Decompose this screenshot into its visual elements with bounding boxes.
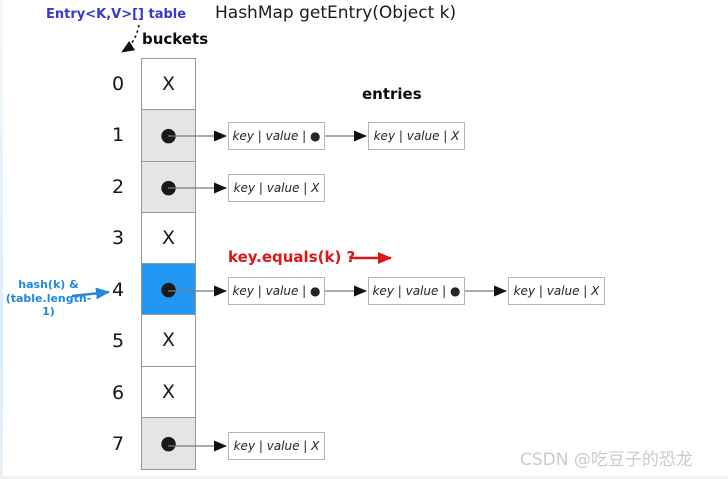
bucket-indices: 0 1 2 3 4 5 6 7	[102, 58, 134, 470]
bucket-index-3: 3	[111, 227, 125, 250]
entry-node: key | value | ●	[368, 277, 465, 305]
dashed-table-pointer-arrow	[121, 24, 140, 53]
entry-node: key | value | ●	[228, 277, 325, 305]
pointer-dot: ●	[160, 124, 177, 147]
entry-node-terminal: key | value | X	[368, 122, 465, 150]
pointer-dot: ●	[160, 432, 177, 455]
null-marker: X	[161, 73, 176, 96]
bottom-edge-tint	[0, 476, 728, 479]
entry-node: key | value | ●	[228, 122, 325, 150]
bucket-index-2: 2	[111, 175, 125, 198]
bucket-index-4: 4	[111, 278, 125, 301]
bucket-cell-5: X	[142, 315, 195, 367]
entries-label: entries	[362, 85, 422, 103]
table-type-label: Entry<K,V>[] table	[46, 7, 187, 22]
bucket-index-7: 7	[111, 433, 125, 456]
bucket-index-5: 5	[111, 330, 125, 353]
pointer-dot: ●	[160, 175, 177, 198]
bucket-cell-2: ●	[142, 161, 195, 213]
bucket-index-0: 0	[111, 72, 125, 95]
entry-node-terminal: key | value | X	[228, 174, 325, 202]
bucket-cell-6: X	[142, 366, 195, 418]
left-edge-tint	[0, 0, 3, 479]
entry-node-terminal: key | value | X	[228, 432, 325, 460]
null-marker: X	[161, 380, 176, 403]
buckets-array: X ● ● X ● X X ●	[141, 58, 196, 470]
buckets-label: buckets	[142, 30, 209, 48]
bucket-index-1: 1	[111, 124, 125, 147]
bucket-cell-0: X	[142, 59, 195, 111]
bucket-cell-3: X	[142, 212, 195, 264]
bucket-cell-7: ●	[142, 417, 195, 469]
bucket-cell-1: ●	[142, 110, 195, 162]
bucket-index-6: 6	[111, 381, 125, 404]
null-marker: X	[161, 226, 176, 249]
page-title: HashMap getEntry(Object k)	[215, 3, 457, 23]
null-marker: X	[161, 329, 176, 352]
pointer-dot: ●	[160, 278, 177, 301]
hash-function-annotation: hash(k) & (table.length-1)	[0, 278, 97, 319]
bucket-cell-4-highlighted: ●	[142, 264, 195, 316]
hash-annotation-line2: (table.length-1)	[5, 291, 92, 319]
hash-annotation-line1: hash(k) &	[18, 278, 79, 291]
key-equals-annotation: key.equals(k) ?	[228, 248, 356, 266]
csdn-watermark: CSDN @吃豆子的恐龙	[520, 450, 693, 470]
entry-node-terminal: key | value | X	[508, 277, 605, 305]
